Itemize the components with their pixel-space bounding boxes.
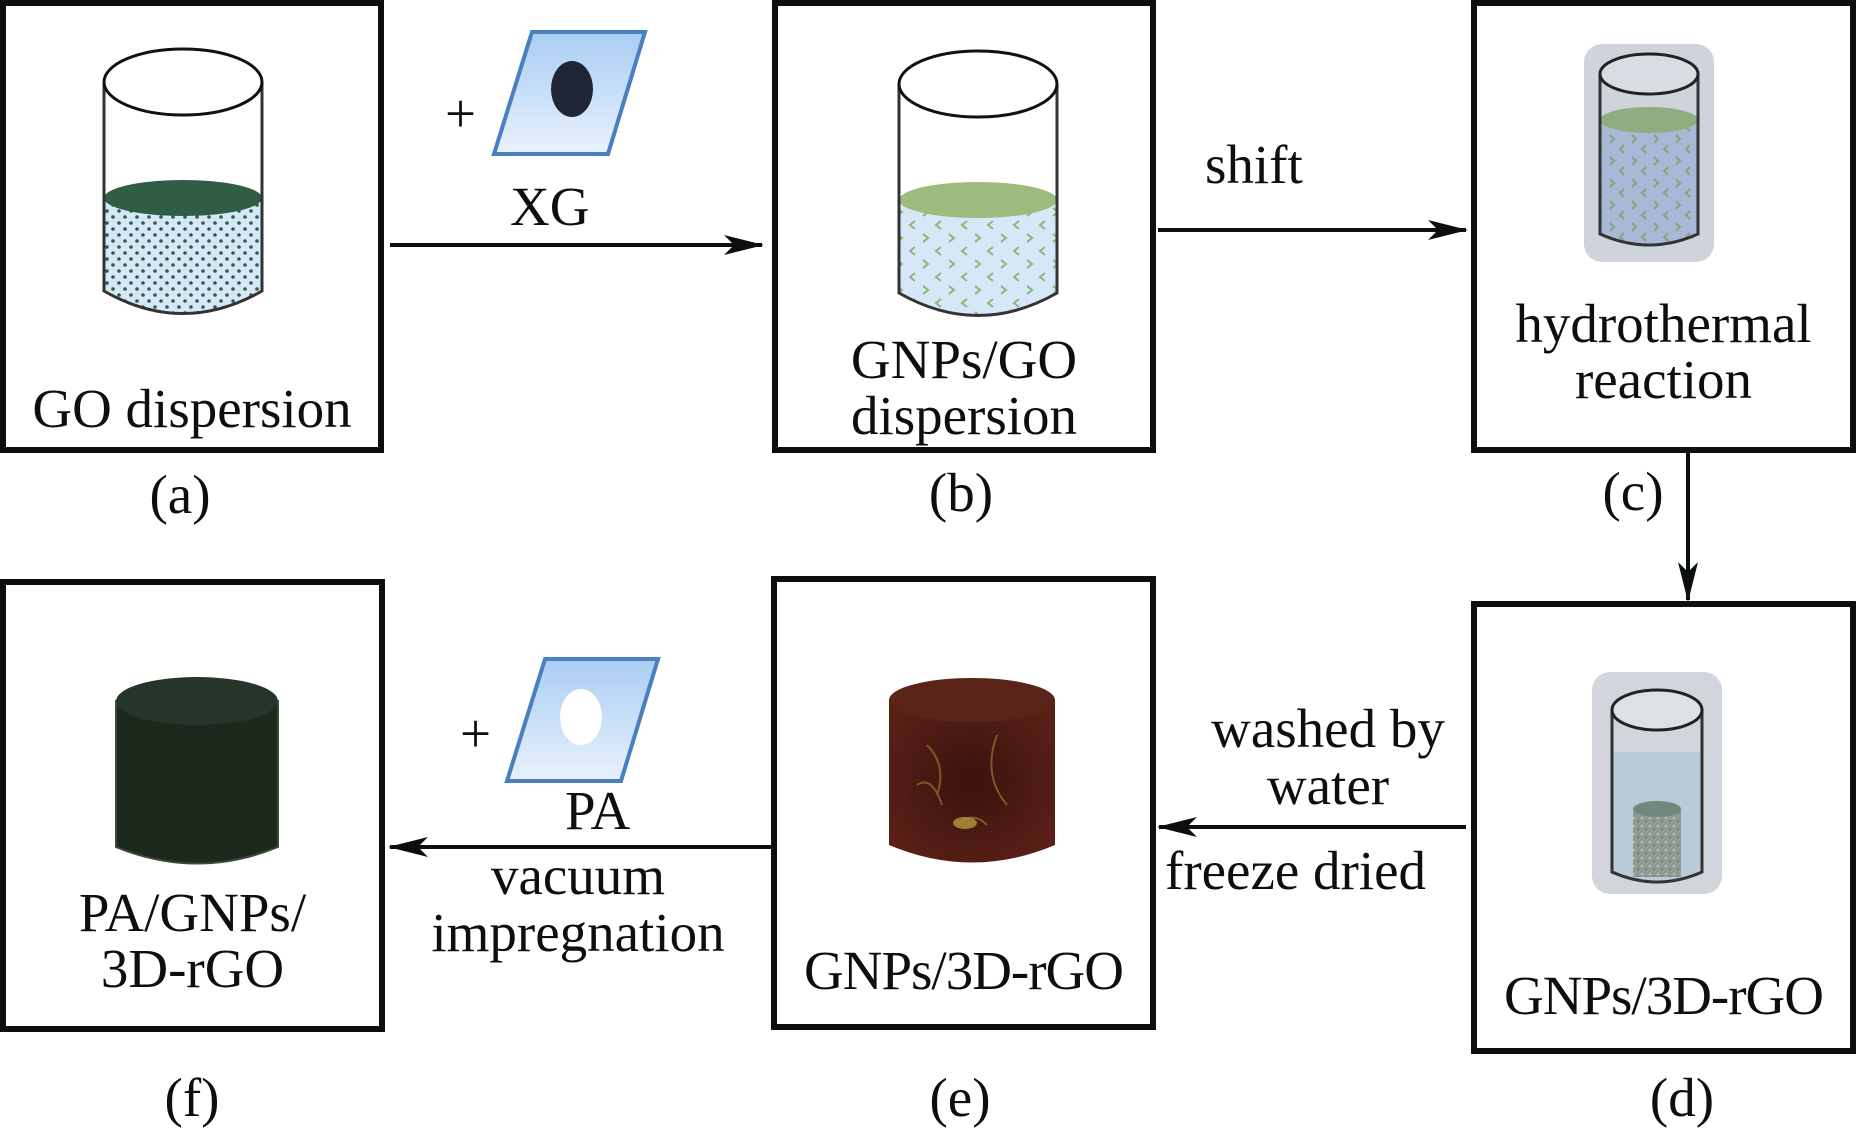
stage-label-b-line-1: GNPs/GO (850, 329, 1078, 390)
stage-label-e-line-1: GNPs/3D-rGO (804, 940, 1124, 1001)
caption-e: (e) (929, 1067, 991, 1128)
water-label: water (1266, 755, 1390, 816)
caption-d: (d) (1649, 1067, 1715, 1128)
plus-sign-xg: + (445, 83, 477, 144)
transition-label-xg: XG (510, 178, 589, 235)
beaker-with-hydrogel-icon (1592, 672, 1722, 894)
stage-box-f: PA/GNPs/ 3D-rGO (0, 579, 385, 1032)
freeze-dried-label: freeze dried (1165, 840, 1427, 901)
xg-tablet-icon (491, 30, 648, 156)
plus-sign-pa: + (460, 703, 492, 764)
transition-label-vacuum-impregnation: vacuum impregnation (408, 847, 748, 961)
stage-label-f-line-1: PA/GNPs/ (78, 882, 307, 943)
stage-label-a: GO dispersion (6, 381, 378, 437)
stage-label-c: hydrothermal reaction (1477, 296, 1850, 408)
stage-label-b: GNPs/GO dispersion (778, 332, 1150, 444)
stage-box-e: GNPs/3D-rGO (771, 576, 1156, 1030)
caption-b: (b) (928, 462, 994, 523)
stage-box-d: GNPs/3D-rGO (1471, 601, 1856, 1054)
xg-label: XG (510, 176, 590, 237)
pa-label: PA (565, 780, 631, 841)
transition-label-shift: shift (1205, 136, 1303, 193)
stage-label-f-line-2: 3D-rGO (100, 938, 285, 999)
pa-tablet-icon (504, 657, 661, 783)
stage-box-c: hydrothermal reaction (1471, 0, 1856, 453)
transition-label-pa: PA (565, 782, 630, 839)
beaker-go-dispersion-icon (102, 47, 264, 315)
rgo-aerogel-cylinder-icon (889, 678, 1055, 863)
caption-c: (c) (1602, 461, 1664, 522)
transition-label-washed: washed by water (1183, 700, 1473, 814)
stage-label-d: GNPs/3D-rGO (1477, 968, 1850, 1024)
stage-box-b: GNPs/GO dispersion (772, 0, 1156, 453)
autoclave-beaker-icon (1584, 44, 1714, 262)
washed-by-label: washed by (1211, 698, 1445, 759)
stage-label-a-line-1: GO dispersion (32, 378, 352, 439)
impregnation-label: impregnation (431, 902, 725, 963)
stage-label-c-line-2: reaction (1574, 349, 1753, 410)
stage-label-b-line-2: dispersion (850, 385, 1078, 446)
stage-label-e: GNPs/3D-rGO (777, 943, 1150, 999)
vacuum-label: vacuum (490, 845, 666, 906)
caption-f: (f) (164, 1067, 220, 1128)
composite-cylinder-icon (115, 677, 279, 865)
stage-label-c-line-1: hydrothermal (1515, 293, 1812, 354)
stage-label-f: PA/GNPs/ 3D-rGO (6, 885, 379, 997)
beaker-gnps-go-dispersion-icon (897, 49, 1059, 317)
caption-a: (a) (149, 464, 211, 525)
shift-label: shift (1205, 134, 1303, 195)
stage-box-a: GO dispersion (0, 0, 384, 453)
transition-label-freeze-dried: freeze dried (1165, 842, 1426, 899)
stage-label-d-line-1: GNPs/3D-rGO (1504, 965, 1824, 1026)
